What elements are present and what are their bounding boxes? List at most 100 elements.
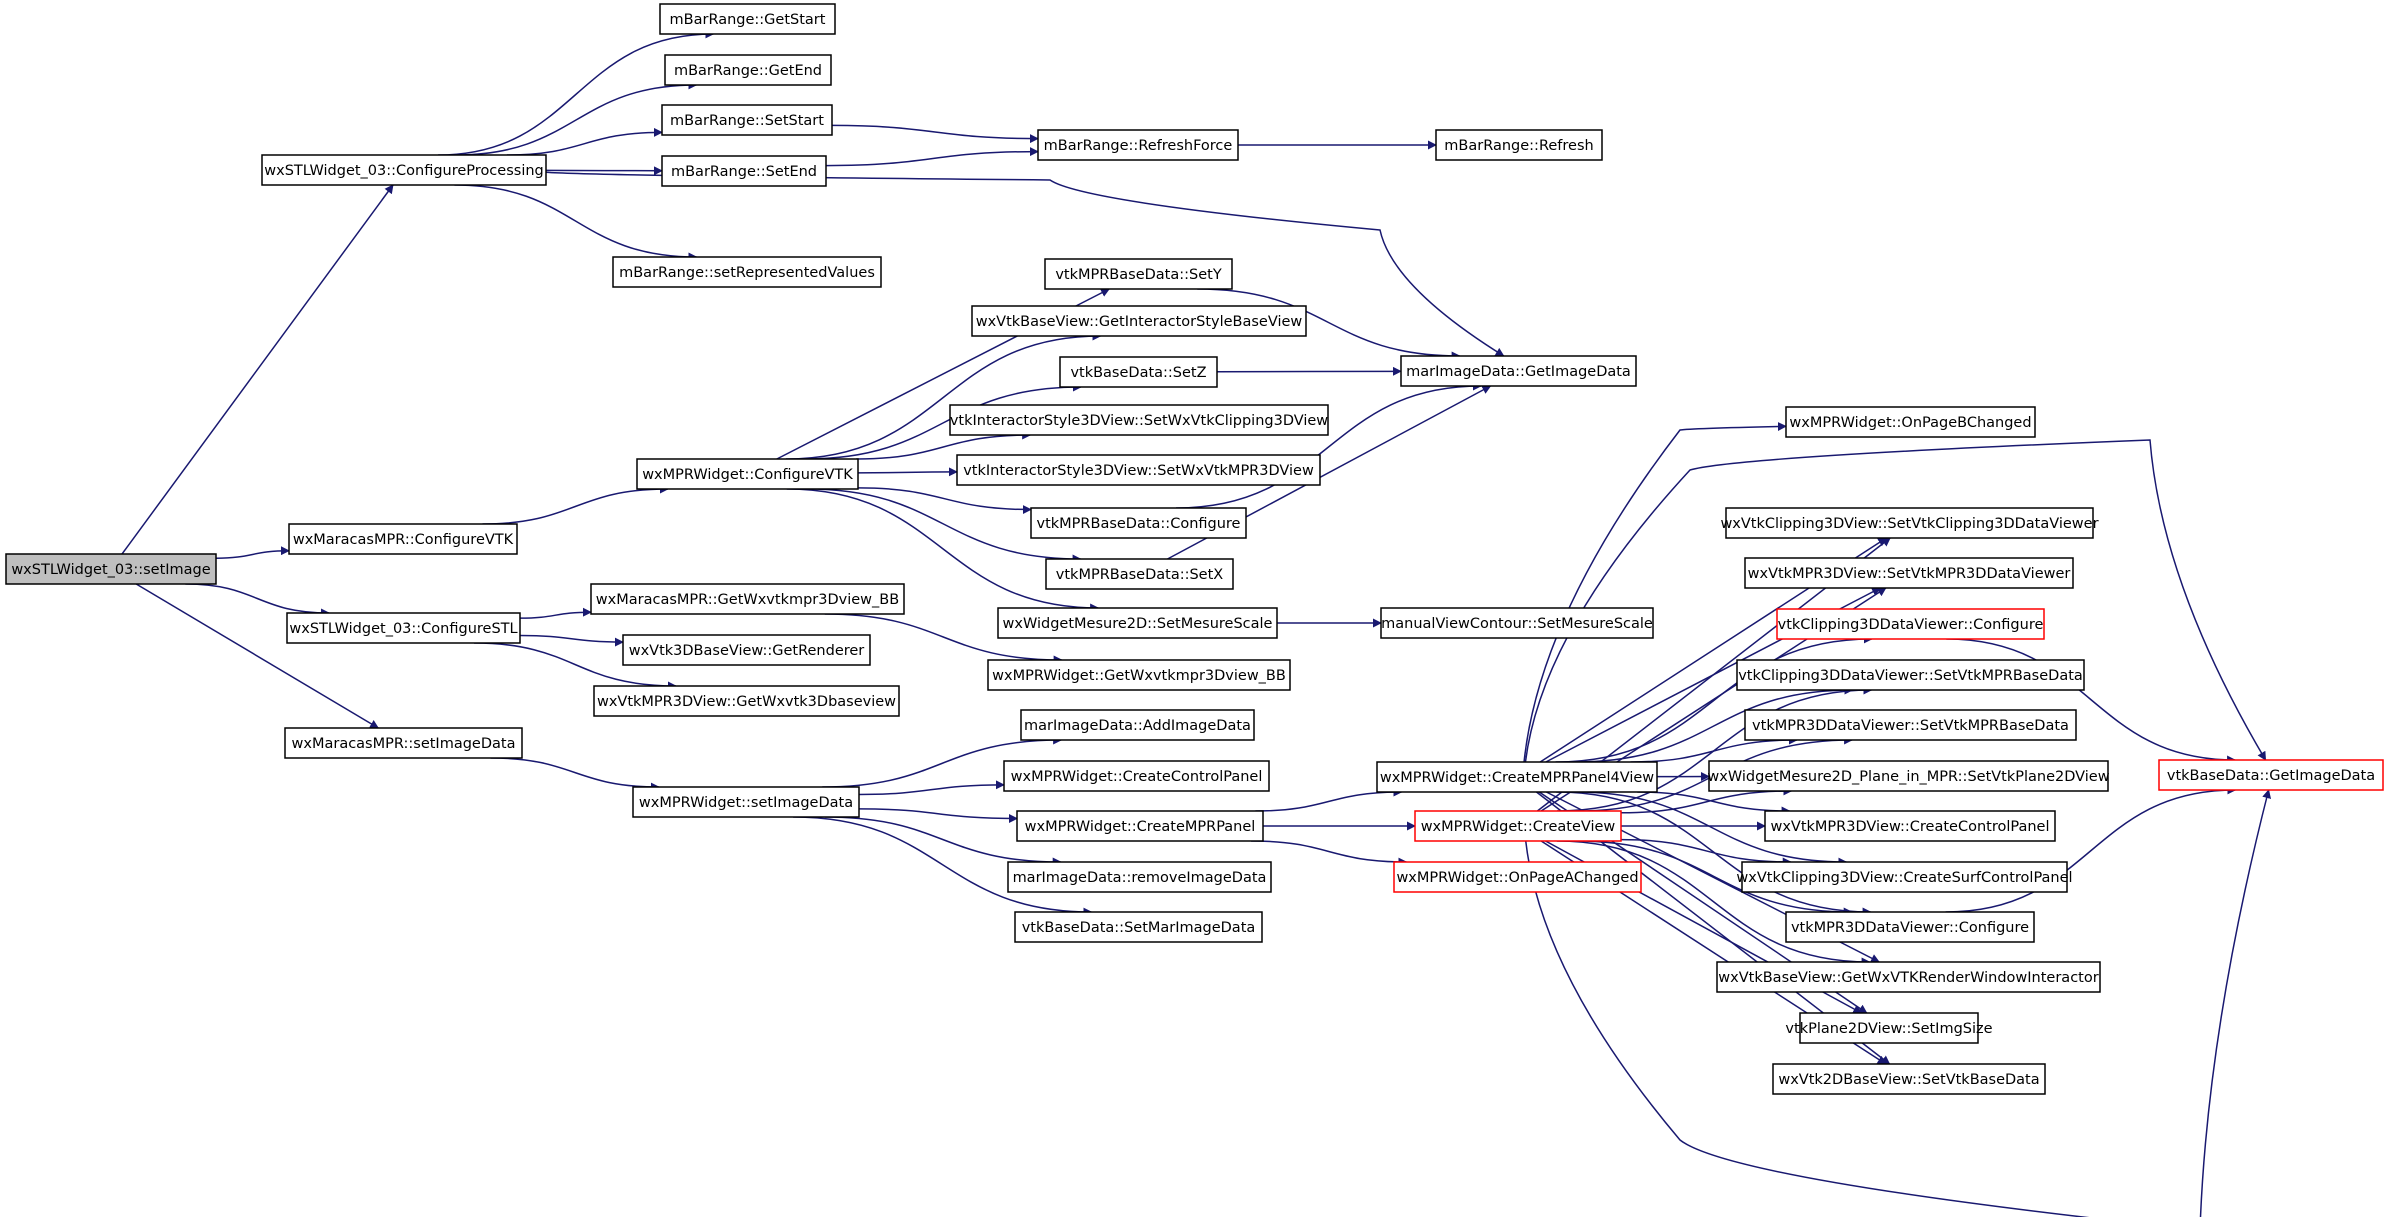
function-node-setX[interactable]: vtkMPRBaseData::SetX — [1045, 558, 1234, 590]
function-node-setWxMPR[interactable]: vtkInteractorStyle3DView::SetWxVtkMPR3DV… — [956, 454, 1321, 486]
function-node-createMPR[interactable]: wxMPRWidget::CreateMPRPanel — [1016, 810, 1264, 842]
function-node-wsetImgData[interactable]: wxMPRWidget::setImageData — [632, 786, 860, 818]
function-node-box — [593, 685, 900, 717]
function-node-box — [1414, 810, 1622, 842]
function-node-removeImg[interactable]: marImageData::removeImageData — [1007, 861, 1272, 893]
function-node-box — [632, 786, 860, 818]
function-node-setMPRViewer[interactable]: wxVtkMPR3DView::SetVtkMPR3DDataViewer — [1744, 557, 2074, 589]
call-edge-cfgSTL-to-getRenderer — [519, 634, 624, 647]
function-node-label: wxWidgetMesure2D_Plane_in_MPR::SetVtkPla… — [1707, 769, 2109, 785]
function-node-label: wxMPRWidget::setImageData — [639, 795, 853, 811]
call-arrow — [482, 484, 669, 525]
call-arrow — [455, 80, 698, 156]
function-node-setZ[interactable]: vtkBaseData::SetZ — [1059, 356, 1218, 388]
function-node-box — [1435, 129, 1603, 161]
function-node-label: vtkInteractorStyle3DView::SetWxVtkClippi… — [950, 413, 1328, 429]
call-edge-createMPR-to-createMPR4 — [1255, 787, 1403, 812]
function-node-setStart[interactable]: mBarRange::SetStart — [661, 104, 833, 136]
function-node-refreshForce[interactable]: mBarRange::RefreshForce — [1037, 129, 1239, 161]
function-node-setEnd[interactable]: mBarRange::SetEnd — [661, 155, 827, 187]
function-node-getRWI[interactable]: wxVtkBaseView::GetWxVTKRenderWindowInter… — [1716, 961, 2101, 993]
function-node-msetImgData[interactable]: wxMaracasMPR::setImageData — [284, 727, 523, 759]
function-node-box — [612, 256, 882, 288]
function-node-label: mBarRange::SetStart — [670, 113, 824, 129]
function-node-onPageA[interactable]: wxMPRWidget::OnPageAChanged — [1393, 861, 1642, 893]
function-node-box — [664, 54, 832, 86]
function-node-label: wxMPRWidget::ConfigureVTK — [642, 467, 853, 483]
function-node-label: wxVtk2DBaseView::SetVtkBaseData — [1778, 1072, 2039, 1088]
function-node-createCtrl[interactable]: wxMPRWidget::CreateControlPanel — [1003, 760, 1270, 792]
function-node-getRenderer[interactable]: wxVtk3DBaseView::GetRenderer — [622, 634, 871, 666]
function-node-onPageB[interactable]: wxMPRWidget::OnPageBChanged — [1785, 406, 2036, 438]
function-node-label: vtkInteractorStyle3DView::SetWxVtkMPR3DV… — [963, 463, 1314, 479]
function-node-setVtkBase[interactable]: wxVtk2DBaseView::SetVtkBaseData — [1772, 1063, 2046, 1095]
function-node-label: vtkMPRBaseData::Configure — [1037, 516, 1241, 532]
function-node-box — [1376, 761, 1658, 793]
function-node-getStart[interactable]: mBarRange::GetStart — [659, 3, 836, 35]
function-node-mprCreateCtrl[interactable]: wxVtkMPR3DView::CreateControlPanel — [1764, 810, 2056, 842]
call-arrow — [1945, 785, 2237, 913]
function-node-clipSetBase[interactable]: vtkClipping3DDataViewer::SetVtkMPRBaseDa… — [1736, 659, 2085, 691]
function-node-setImgSize[interactable]: vtkPlane2DView::SetImgSize — [1785, 1012, 1993, 1044]
call-edge-createView-to-setPlane — [1620, 786, 1793, 814]
function-node-label: mBarRange::SetEnd — [671, 164, 817, 180]
function-node-createView[interactable]: wxMPRWidget::CreateView — [1414, 810, 1622, 842]
function-node-label: wxMPRWidget::CreateView — [1421, 819, 1616, 835]
function-node-setMarImg[interactable]: vtkBaseData::SetMarImageData — [1014, 911, 1263, 943]
function-node-box — [1045, 558, 1234, 590]
function-node-vtkGetImg[interactable]: vtkBaseData::GetImageData — [2158, 759, 2384, 791]
function-node-box — [1736, 659, 2085, 691]
function-node-label: wxMPRWidget::CreateMPRPanel4View — [1380, 770, 1654, 786]
call-edge-createView-to-vtkGetImg — [1524, 789, 2272, 1217]
function-node-setY[interactable]: vtkMPRBaseData::SetY — [1044, 258, 1233, 290]
function-node-wcfgVTK[interactable]: wxMPRWidget::ConfigureVTK — [636, 458, 859, 490]
function-node-createMPR4[interactable]: wxMPRWidget::CreateMPRPanel4View — [1376, 761, 1658, 793]
function-node-label: vtkMPRBaseData::SetY — [1055, 267, 1222, 283]
call-edge-setImage-to-cfgSTL — [185, 583, 331, 618]
function-node-box — [987, 659, 1291, 691]
function-node-mprSetBase[interactable]: vtkMPR3DDataViewer::SetVtkMPRBaseData — [1744, 709, 2077, 741]
function-node-mcfgVTK[interactable]: wxMaracasMPR::ConfigureVTK — [288, 523, 518, 555]
function-node-cfgSTL[interactable]: wxSTLWidget_03::ConfigureSTL — [286, 612, 521, 644]
call-edge-cfgProc-to-setRepr — [454, 184, 698, 262]
call-arrow — [858, 808, 1018, 824]
function-node-clipCreateSurf[interactable]: wxVtkClipping3DView::CreateSurfControlPa… — [1736, 861, 2073, 893]
function-node-box — [1037, 129, 1239, 161]
function-node-manSetMes[interactable]: manualViewContour::SetMesureScale — [1380, 607, 1654, 639]
function-node-setPlane[interactable]: wxWidgetMesure2D_Plane_in_MPR::SetVtkPla… — [1707, 760, 2110, 792]
call-edge-mcfgVTK-to-wcfgVTK — [482, 484, 669, 525]
call-arrow — [1524, 789, 2272, 1217]
function-node-label: wxVtkMPR3DView::CreateControlPanel — [1770, 819, 2049, 835]
call-edge-mprViewerCfg-to-vtkGetImg — [1945, 785, 2237, 913]
function-node-setMesScale[interactable]: wxWidgetMesure2D::SetMesureScale — [997, 607, 1278, 639]
call-edge-wsetImgData-to-addImg — [822, 735, 1063, 788]
function-node-getEnd[interactable]: mBarRange::GetEnd — [664, 54, 832, 86]
call-arrow — [1197, 288, 1461, 361]
function-node-label: marImageData::removeImageData — [1013, 870, 1267, 886]
function-node-setClipViewer[interactable]: wxVtkClipping3DView::SetVtkClipping3DDat… — [1720, 507, 2099, 539]
function-node-getWxBB[interactable]: wxMaracasMPR::GetWxvtkmpr3Dview_BB — [590, 583, 905, 615]
function-node-box — [956, 454, 1321, 486]
function-node-getISBV[interactable]: wxVtkBaseView::GetInteractorStyleBaseVie… — [971, 305, 1307, 337]
function-node-getWxBase[interactable]: wxVtkMPR3DView::GetWxvtk3Dbaseview — [593, 685, 900, 717]
function-node-refresh[interactable]: mBarRange::Refresh — [1435, 129, 1603, 161]
function-node-setWxClip[interactable]: vtkInteractorStyle3DView::SetWxVtkClippi… — [949, 404, 1329, 436]
function-node-mprCfg[interactable]: vtkMPRBaseData::Configure — [1030, 507, 1247, 539]
function-node-setRepr[interactable]: mBarRange::setRepresentedValues — [612, 256, 882, 288]
function-node-clipCfg[interactable]: vtkClipping3DDataViewer::Configure — [1776, 608, 2045, 640]
call-edge-msetImgData-to-wsetImgData — [490, 757, 660, 792]
function-node-mprViewerCfg[interactable]: vtkMPR3DDataViewer::Configure — [1785, 911, 2035, 943]
call-edge-wcfgVTK-to-setWxClip — [856, 430, 1032, 460]
call-arrow — [856, 430, 1032, 460]
function-node-label: wxMPRWidget::OnPageBChanged — [1789, 415, 2031, 431]
function-node-getImgData[interactable]: marImageData::GetImageData — [1400, 355, 1637, 387]
function-node-cfgProc[interactable]: wxSTLWidget_03::ConfigureProcessing — [261, 154, 547, 186]
function-node-wGetBB[interactable]: wxMPRWidget::GetWxvtkmpr3Dview_BB — [987, 659, 1291, 691]
call-arrow — [785, 331, 1102, 460]
call-edge-wcfgVTK-to-setX — [806, 488, 1082, 564]
call-arrow — [824, 816, 1062, 867]
function-node-addImg[interactable]: marImageData::AddImageData — [1020, 709, 1255, 741]
function-node-label: vtkMPRBaseData::SetX — [1056, 567, 1224, 583]
function-node-setImage[interactable]: wxSTLWidget_03::setImage — [5, 553, 217, 585]
call-edge-setStart-to-refreshForce — [831, 124, 1039, 144]
